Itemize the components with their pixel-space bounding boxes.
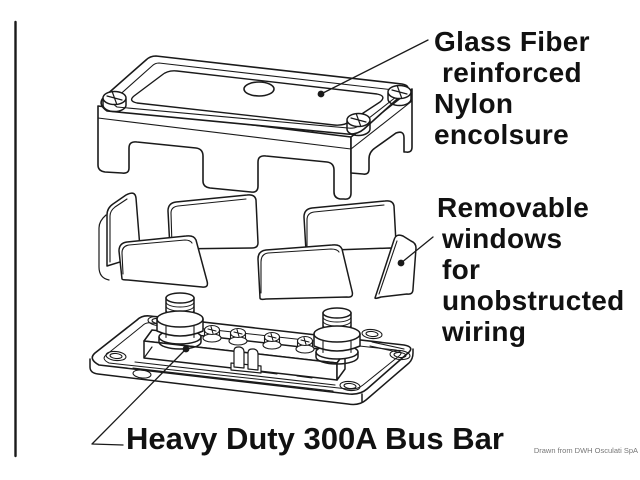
- leader-windows: [397, 236, 434, 267]
- callout-enclosure-line: reinforced: [442, 57, 582, 88]
- callout-busbar: Heavy Duty 300A Bus Bar: [126, 423, 504, 454]
- callout-enclosure-line: encolsure: [434, 119, 569, 150]
- leader-lines: [91, 39, 434, 446]
- leader-busbar: [91, 345, 190, 446]
- credit-text: Drawn from DWH Osculati SpA: [533, 446, 638, 455]
- stud-right: [313, 307, 361, 365]
- cover-screw-icon: [387, 84, 412, 107]
- callout-windows-line: wiring: [442, 316, 527, 347]
- callout-windows-line: unobstructed: [442, 285, 625, 316]
- enclosure-cover-drawing: [97, 55, 413, 200]
- stud-left: [156, 292, 204, 350]
- callout-enclosure: Glass Fiber reinforced Nylon encolsure: [434, 26, 590, 150]
- cover-oval-hole: [243, 81, 275, 97]
- removable-windows-drawing: [98, 192, 417, 301]
- center-clamp: [230, 346, 262, 374]
- callout-busbar-label: Heavy Duty 300A Bus Bar: [126, 421, 504, 456]
- callout-windows-line: for: [442, 254, 481, 285]
- cover-screw-icon: [346, 112, 371, 137]
- callout-enclosure-line: Nylon: [434, 88, 514, 119]
- cover-screw-icon: [102, 90, 127, 113]
- callout-windows-line: Removable: [437, 192, 590, 223]
- busbar-base-drawing: [89, 292, 414, 406]
- callout-windows: Removable windows for unobstructed wirin…: [437, 192, 624, 347]
- callout-windows-line: windows: [442, 223, 563, 254]
- terminal-screw-icon: [202, 324, 315, 354]
- leader-enclosure: [317, 39, 429, 98]
- callout-enclosure-line: Glass Fiber: [434, 26, 590, 57]
